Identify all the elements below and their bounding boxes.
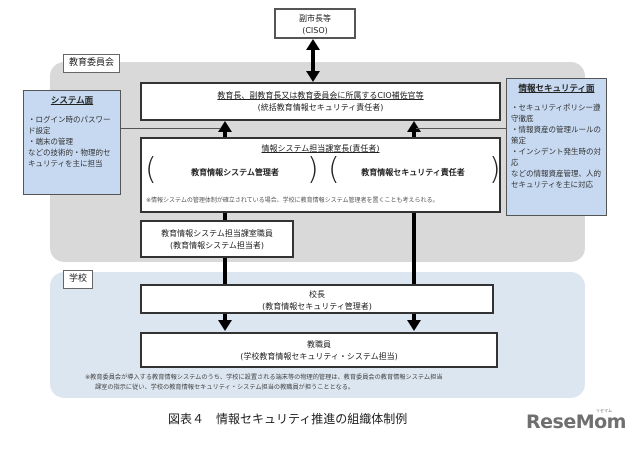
right-bracket-close: ) bbox=[489, 152, 501, 187]
right-bracket-open: ( bbox=[328, 152, 340, 187]
security-panel-connector bbox=[416, 128, 506, 129]
superintendent-box: 教育長、副教育長又は教育委員会に所属するCIO補佐官等 (統括教育情報セキュリテ… bbox=[140, 82, 501, 121]
connector-right-teacher bbox=[412, 314, 416, 321]
division-note: ※情報システムの管理体制が確立されている場合、学校に教育情報システム管理者を置く… bbox=[146, 197, 439, 204]
school-note: ※教育委員会が導入する教育情報システムのうち、学校に設置される端末等の物理的管理… bbox=[85, 373, 555, 393]
ciso-subtitle: (CISO) bbox=[302, 26, 328, 35]
security-panel-item: ・情報資産の管理ルールの策定 bbox=[511, 125, 601, 145]
teacher-box: 教職員 (学校教育情報セキュリティ・システム担当) bbox=[140, 332, 498, 368]
principal-box: 校長 (教育情報セキュリティ管理者) bbox=[140, 284, 494, 314]
arrow-down-right-icon bbox=[407, 320, 421, 331]
connector-left-school bbox=[223, 258, 227, 284]
left-bracket-close: ) bbox=[307, 152, 319, 187]
system-panel-connector bbox=[120, 128, 220, 129]
division-head-box: 情報システム担当課室長(責任者) ( 教育情報システム管理者 ) ( 教育情報セ… bbox=[140, 137, 501, 213]
school-label: 学校 bbox=[63, 270, 94, 289]
security-officer-role: 教育情報セキュリティ責任者 bbox=[361, 168, 465, 177]
ciso-title: 副市長等 bbox=[299, 14, 331, 23]
logo-text: ReseMom bbox=[526, 411, 626, 433]
system-panel-title: システム面 bbox=[50, 96, 94, 106]
system-aspect-panel: システム面 ・ログイン時のパスワード設定 ・端末の管理 などの技術的・物理的セキ… bbox=[23, 90, 121, 195]
connector-left-top bbox=[223, 131, 227, 138]
ciso-connector-line bbox=[311, 49, 315, 73]
ciso-box: 副市長等 (CISO) bbox=[274, 8, 356, 39]
school-note-line-1: ※教育委員会が導入する教育情報システムのうち、学校に設置される端末等の物理的管理… bbox=[85, 374, 443, 381]
connector-right-long bbox=[412, 213, 416, 284]
arrow-up-right-icon bbox=[407, 121, 421, 132]
arrow-head-down-icon bbox=[306, 71, 320, 82]
logo-subtext: リセマム bbox=[596, 408, 612, 413]
security-aspect-panel: 情報セキュリティ面 ・セキュリティポリシー遵守徹底 ・情報資産の管理ルールの策定… bbox=[506, 78, 607, 216]
arrow-head-up-icon bbox=[306, 39, 320, 50]
teacher-title: 教職員 bbox=[307, 340, 331, 349]
superintendent-subtitle: (統括教育情報セキュリティ責任者) bbox=[257, 103, 384, 112]
system-panel-item: ・端末の管理 bbox=[28, 137, 73, 146]
system-panel-item: ・ログイン時のパスワード設定 bbox=[28, 115, 111, 135]
principal-subtitle: (教育情報セキュリティ管理者) bbox=[262, 302, 372, 311]
superintendent-title: 教育長、副教育長又は教育委員会に所属するCIO補佐官等 bbox=[217, 91, 424, 100]
system-admin-role: 教育情報システム管理者 bbox=[191, 168, 279, 177]
security-panel-title: 情報セキュリティ面 bbox=[518, 84, 595, 94]
connector-left-teacher bbox=[223, 314, 227, 321]
division-head-title: 情報システム担当課室長(責任者) bbox=[261, 144, 380, 153]
system-panel-item: などの技術的・物理的セキュリティを主に担当 bbox=[28, 148, 111, 168]
board-label: 教育委員会 bbox=[63, 54, 121, 73]
security-panel-item: ・セキュリティポリシー遵守徹底 bbox=[511, 103, 601, 123]
system-staff-subtitle: (教育情報システム担当者) bbox=[169, 241, 264, 250]
connector-right-top bbox=[412, 131, 416, 138]
security-panel-item: などの情報資産管理、人的セキュリティを主に対応 bbox=[511, 169, 601, 189]
school-note-line-2: 課室の指示に従い、学校の教育情報セキュリティ・システム担当の教職員が担うこととな… bbox=[95, 384, 355, 391]
teacher-subtitle: (学校教育情報セキュリティ・システム担当) bbox=[240, 352, 398, 361]
security-panel-item: ・インシデント発生時の対応 bbox=[511, 147, 601, 167]
resemom-logo: ReseMom bbox=[526, 411, 626, 433]
figure-caption: 図表４ 情報セキュリティ推進の組織体制例 bbox=[168, 412, 408, 426]
system-staff-title: 教育情報システム担当課室職員 bbox=[161, 229, 273, 238]
left-bracket-open: ( bbox=[145, 152, 157, 187]
system-staff-box: 教育情報システム担当課室職員 (教育情報システム担当者) bbox=[140, 220, 294, 258]
principal-title: 校長 bbox=[309, 290, 325, 299]
arrow-up-left-icon bbox=[218, 121, 232, 132]
arrow-down-left-icon bbox=[218, 320, 232, 331]
connector-left-mid bbox=[223, 213, 227, 221]
